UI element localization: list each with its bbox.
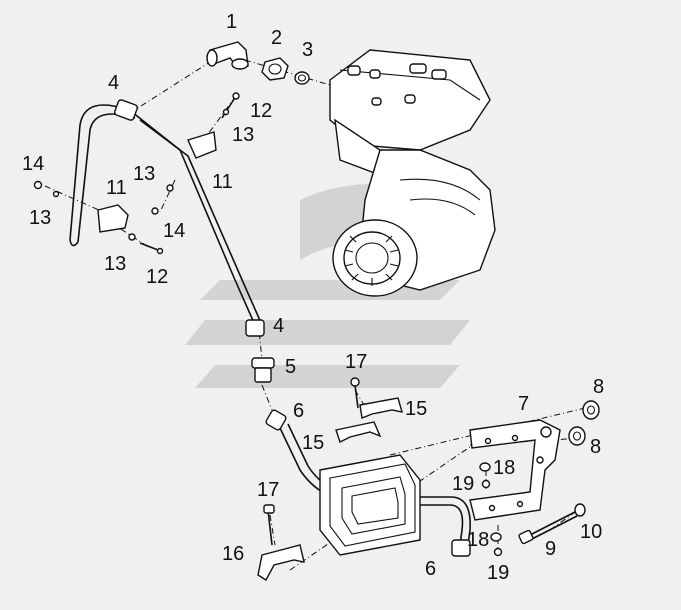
label-18-lower: 18 [467, 529, 489, 551]
part-labels: 1 2 3 4 4 5 6 6 7 8 8 9 10 11 11 12 12 1… [22, 11, 604, 584]
label-18-upper: 18 [493, 457, 515, 479]
cooling-coil [319, 454, 421, 556]
label-4-upper: 4 [108, 72, 119, 94]
label-13-lower: 13 [104, 253, 126, 275]
label-8-lower: 8 [590, 436, 601, 458]
label-6-lower: 6 [425, 558, 436, 580]
clamp-bracket-left [97, 131, 217, 233]
label-16: 16 [222, 543, 244, 565]
elbow-fitting [206, 41, 249, 70]
nuts-8 [568, 400, 600, 446]
washers-18-19 [479, 462, 503, 557]
label-12-lower: 12 [146, 266, 168, 288]
label-6-upper: 6 [293, 400, 304, 422]
clamps-15 [335, 377, 403, 443]
label-8-upper: 8 [593, 376, 604, 398]
label-7: 7 [518, 393, 529, 415]
label-3: 3 [302, 39, 313, 61]
hex-nut [261, 57, 289, 81]
clamp-16 [257, 504, 305, 581]
sealing-ring [294, 71, 310, 85]
label-13-left: 13 [29, 207, 51, 229]
label-19-lower: 19 [487, 562, 509, 584]
label-1: 1 [226, 11, 237, 33]
label-14-right: 14 [163, 220, 185, 242]
bolt-9 [518, 511, 578, 545]
label-5: 5 [285, 356, 296, 378]
label-12-upper: 12 [250, 100, 272, 122]
label-13-upper-right: 13 [232, 124, 254, 146]
label-13-middle: 13 [133, 163, 155, 185]
label-11-left: 11 [106, 177, 127, 199]
union-fitting [251, 357, 275, 383]
air-compressor [329, 49, 496, 297]
label-2: 2 [271, 27, 282, 49]
label-10: 10 [580, 521, 602, 543]
label-17-lower: 17 [257, 479, 279, 501]
label-11-right: 11 [212, 171, 233, 193]
small-fasteners-left [33, 92, 240, 255]
label-9: 9 [545, 538, 556, 560]
pipe-upper [69, 99, 265, 337]
nut-10 [574, 503, 586, 517]
label-19-upper: 19 [452, 473, 474, 495]
label-15-right: 15 [405, 398, 427, 420]
label-15-left: 15 [302, 432, 324, 454]
label-14-left: 14 [22, 153, 44, 175]
label-4-lower: 4 [273, 315, 284, 337]
mounting-bracket [469, 419, 561, 521]
assembly-lines [44, 59, 586, 571]
label-17-upper: 17 [345, 351, 367, 373]
